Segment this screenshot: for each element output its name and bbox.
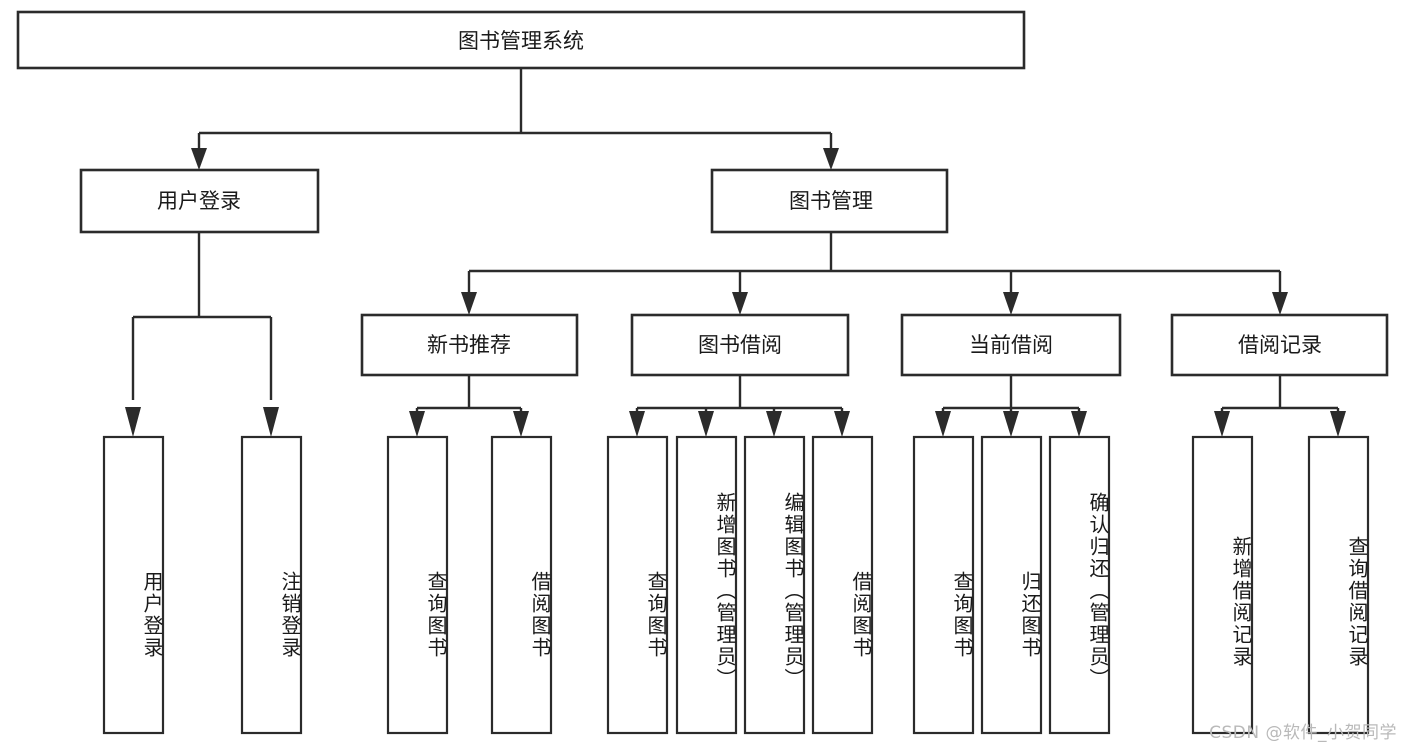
arrow-head-icon [629, 411, 645, 437]
leaf-node[interactable] [912, 435, 975, 735]
connector-borrow-to-leaves [629, 375, 850, 437]
arrow-head-icon [513, 411, 529, 437]
arrow-head-icon [191, 148, 207, 170]
node-book-borrow-label: 图书借阅 [698, 333, 782, 357]
arrow-head-icon [1214, 411, 1230, 437]
node-book-management[interactable]: 图书管理 [710, 168, 949, 234]
connector-recommend-to-leaves [409, 375, 529, 437]
arrow-head-icon [698, 411, 714, 437]
leaf-node[interactable] [102, 435, 165, 735]
leaf-node[interactable] [386, 435, 449, 735]
node-root-label: 图书管理系统 [458, 29, 584, 53]
leaf-node[interactable] [675, 435, 738, 735]
node-user-login-label: 用户登录 [157, 189, 241, 213]
arrow-head-icon [263, 407, 279, 437]
arrow-head-icon [1003, 292, 1019, 315]
arrow-head-icon [834, 411, 850, 437]
connector-userlogin-to-leaves [125, 232, 279, 437]
connector-bookmgmt-to-level2 [461, 232, 1288, 315]
arrow-head-icon [1272, 292, 1288, 315]
arrow-head-icon [823, 148, 839, 170]
node-user-login[interactable]: 用户登录 [79, 168, 320, 234]
node-current-borrow[interactable]: 当前借阅 [900, 313, 1122, 377]
arrow-head-icon [1003, 411, 1019, 437]
node-borrow-record[interactable]: 借阅记录 [1170, 313, 1389, 377]
node-borrow-record-label: 借阅记录 [1238, 333, 1322, 357]
connector-record-to-leaves [1214, 375, 1346, 437]
arrow-head-icon [935, 411, 951, 437]
leaf-node[interactable] [240, 435, 303, 735]
arrow-head-icon [732, 292, 748, 315]
node-book-borrow[interactable]: 图书借阅 [630, 313, 850, 377]
leaf-node[interactable] [1191, 435, 1254, 735]
leaf-node[interactable] [606, 435, 669, 735]
node-root[interactable]: 图书管理系统 [16, 10, 1026, 70]
connector-current-to-leaves [935, 375, 1087, 437]
leaf-node[interactable] [490, 435, 553, 735]
node-current-borrow-label: 当前借阅 [969, 333, 1053, 357]
node-book-management-label: 图书管理 [789, 189, 873, 213]
arrow-head-icon [125, 407, 141, 437]
arrow-head-icon [766, 411, 782, 437]
leaf-node[interactable] [980, 435, 1043, 735]
arrow-head-icon [461, 292, 477, 315]
arrow-head-icon [1071, 411, 1087, 437]
connector-root-to-level1 [191, 68, 839, 170]
leaf-node[interactable] [1048, 435, 1111, 735]
leaf-node[interactable] [743, 435, 806, 735]
node-new-book-recommend[interactable]: 新书推荐 [360, 313, 579, 377]
leaf-node[interactable] [811, 435, 874, 735]
leaf-node[interactable] [1307, 435, 1370, 735]
arrow-head-icon [1330, 411, 1346, 437]
node-new-book-recommend-label: 新书推荐 [427, 333, 511, 357]
watermark: CSDN @软件_小贺同学 [1209, 723, 1397, 743]
arrow-head-icon [409, 411, 425, 437]
